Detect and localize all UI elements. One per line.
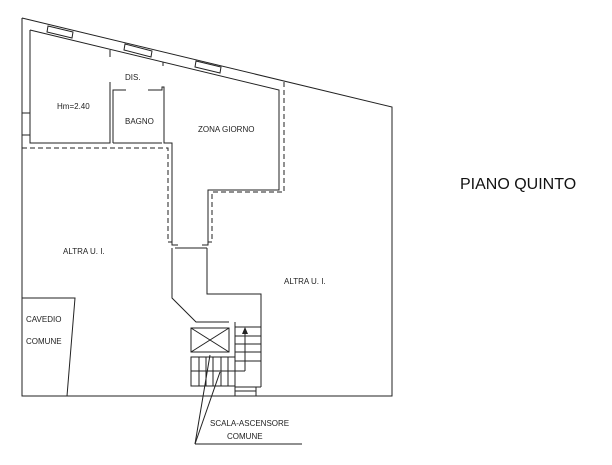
callout-leader [194, 354, 302, 445]
unit-walls [29, 29, 280, 246]
arrow-up-icon [242, 327, 248, 334]
cavedio-label: CAVEDIO [26, 315, 61, 324]
cavedio-comune-label: COMUNE [26, 337, 62, 346]
floor-title: PIANO QUINTO [460, 176, 576, 193]
room-label-dis: DIS. [125, 73, 141, 82]
room-label-altra-right: ALTRA U. I. [284, 277, 326, 286]
height-label: Hm=2.40 [57, 102, 90, 111]
outer-walls [21, 17, 393, 397]
room-label-altra-left: ALTRA U. I. [63, 247, 105, 256]
callout-line1: SCALA-ASCENSORE [210, 419, 289, 428]
room-label-zona-giorno: ZONA GIORNO [198, 125, 254, 134]
room-label-bagno: BAGNO [125, 117, 154, 126]
cavedio [22, 297, 76, 397]
corridor [171, 247, 262, 387]
callout-line2: COMUNE [227, 432, 263, 441]
stairs [190, 326, 261, 396]
windows [46, 25, 222, 74]
unit-boundary-dashed [22, 82, 285, 243]
